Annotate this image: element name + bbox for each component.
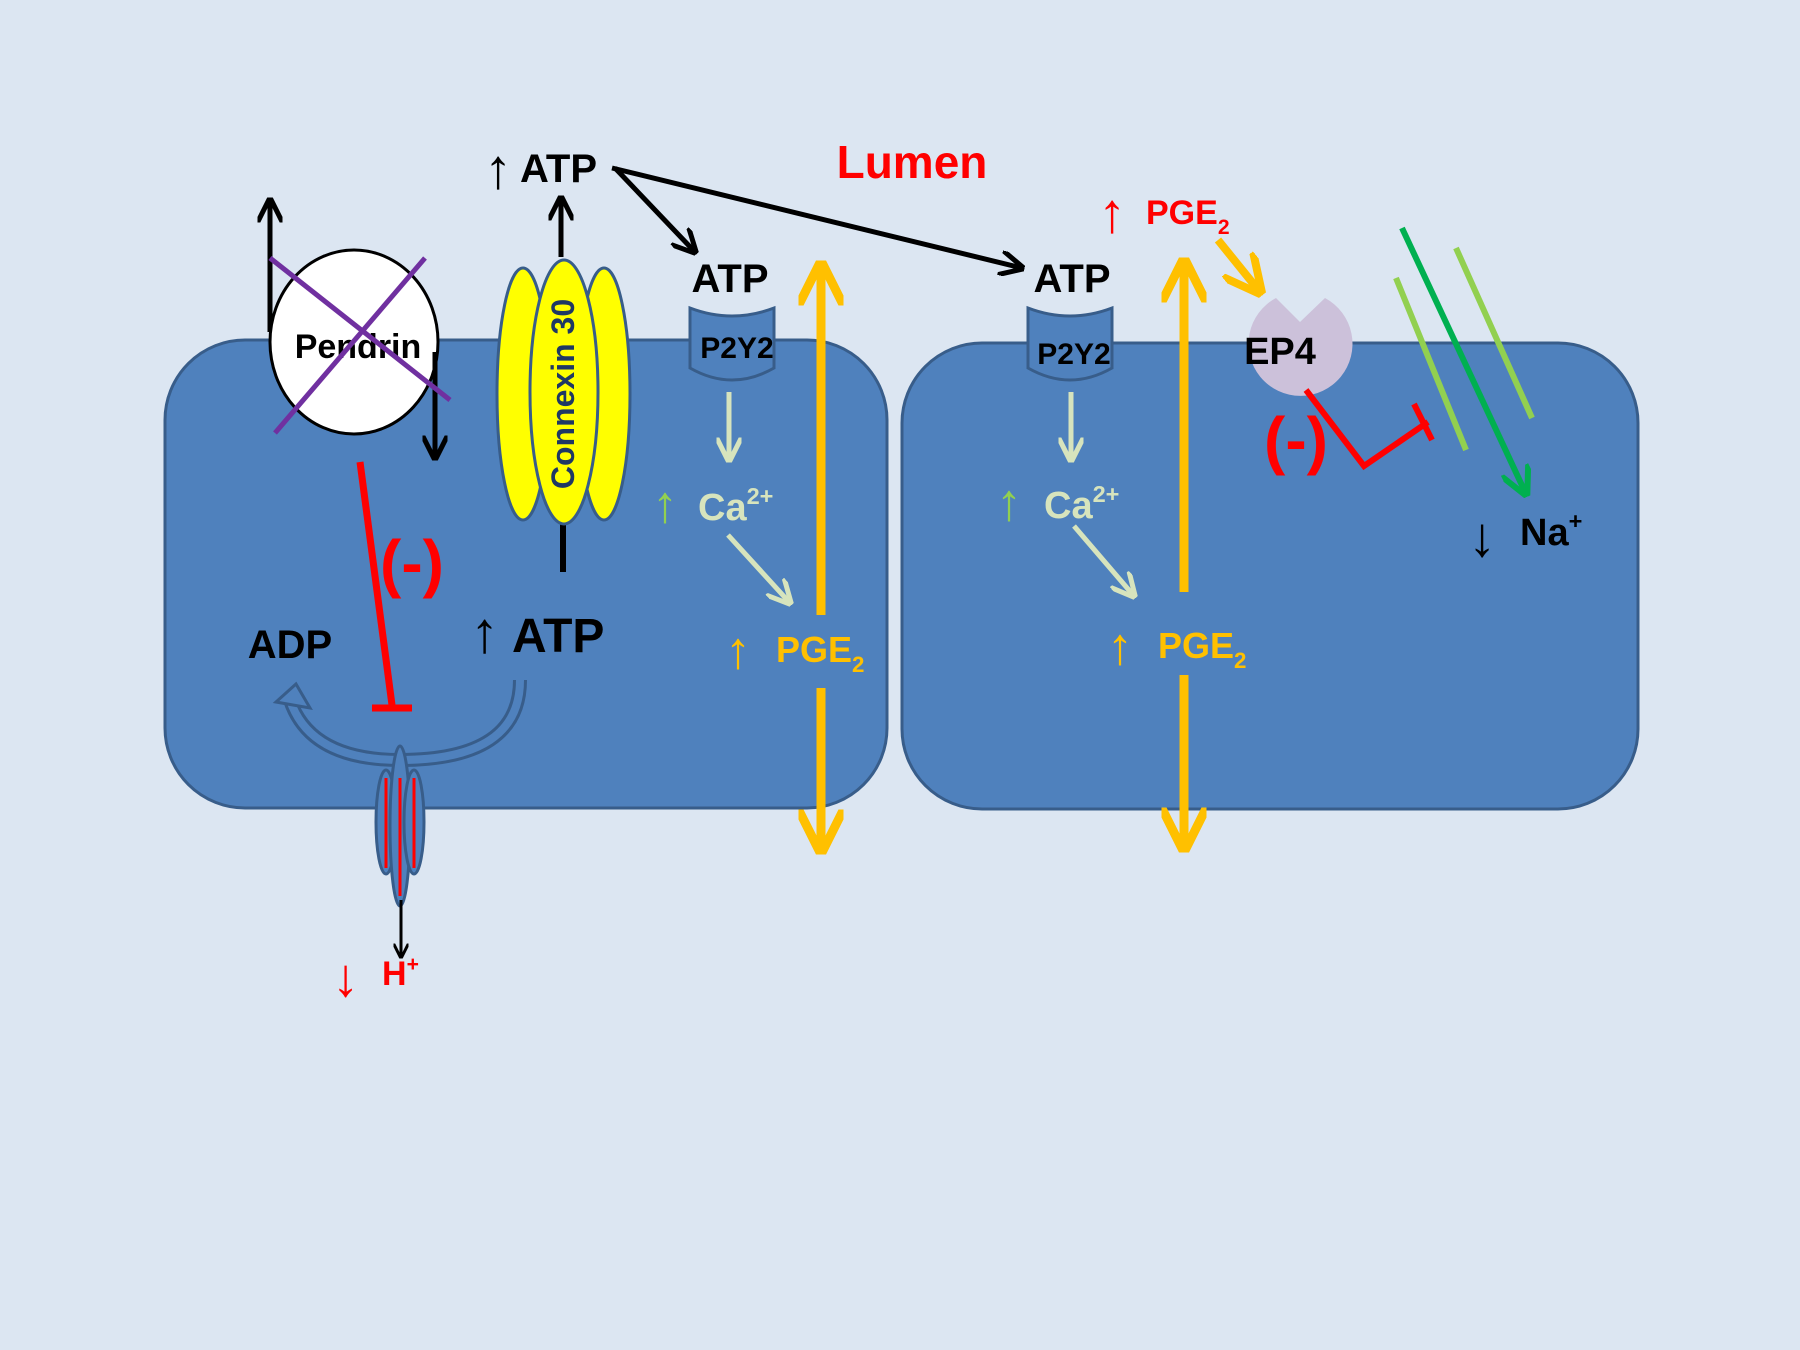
pendrin-transporter: Pendrin [268,200,452,458]
na-label: Na+ [1520,508,1582,554]
left-pge-label: PGE2 [776,629,864,677]
right-ca-to-pge-arrow [1072,524,1134,596]
h-atpase-pump [374,744,426,908]
left-ca-to-pge-arrow [726,533,790,603]
lumen-atp-label: ATP [520,147,597,191]
atp-to-right-p2y2-arrow [611,165,1022,268]
lumen-pge-label: PGE2 [1146,194,1230,239]
right-inhibition-label: (-) [1264,404,1328,476]
left-inhibition-line [356,461,396,706]
h-label: H+ [382,953,419,993]
ep4-label: EP4 [1244,331,1316,373]
right-p2y2-atp-label: ATP [1033,257,1110,301]
right-ca-up-arrow-icon: ↑ [996,474,1022,532]
right-p2y2-label: P2Y2 [1037,338,1110,371]
na-down-arrow-icon: ↓ [1468,505,1496,568]
lumen-pge-up-arrow-icon: ↑ [1098,181,1126,244]
channel-line-left [1393,276,1469,452]
right-p2y2-receptor [1026,305,1114,382]
right-inhibition-bar [1411,402,1435,442]
right-inhibition-line [1303,388,1430,471]
left-p2y2-receptor [688,305,776,382]
connexin-30-channel: Connexin 30 [495,198,632,572]
left-ca-up-arrow-icon: ↑ [652,476,678,534]
adp-label: ADP [248,623,332,667]
atp-to-left-p2y2-arrow [613,166,695,252]
ep4-receptor [1248,298,1353,396]
right-pge-label: PGE2 [1158,625,1246,673]
intracellular-atp-label: ATP [512,610,604,663]
up-arrow-icon: ↑ [484,137,512,200]
right-pge-up-arrow-icon: ↑ [1107,618,1133,676]
intracellular-atp-up-arrow-icon: ↑ [470,600,499,665]
na-influx-arrow [1399,226,1526,494]
connexin-label: Connexin 30 [545,299,581,489]
pendrin-cross-icon [268,256,452,402]
channel-line-right [1453,246,1535,420]
lumen-label: Lumen [837,136,988,188]
left-inhibition-label: (-) [380,527,444,599]
pge-to-ep4-arrow [1214,237,1260,292]
h-down-arrow-icon: ↓ [332,948,359,1008]
left-pge-up-arrow-icon: ↑ [725,622,751,680]
left-ca-label: Ca2+ [698,483,773,529]
left-p2y2-atp-label: ATP [691,257,768,301]
right-ca-label: Ca2+ [1044,481,1119,527]
left-p2y2-label: P2Y2 [700,332,773,365]
